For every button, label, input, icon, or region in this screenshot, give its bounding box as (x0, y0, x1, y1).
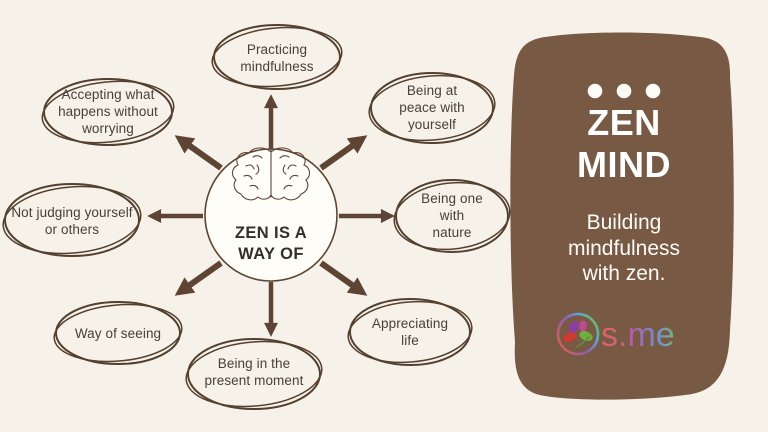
bubble-label-practicing-mindfulness: Practicing mindfulness (240, 42, 314, 74)
center-line-2: WAY OF (238, 245, 304, 263)
center-line-1: ZEN IS A (234, 224, 308, 242)
bubble-label-accepting-what-happens: Accepting what happens without worrying (58, 87, 158, 136)
bubble-outline-practicing-mindfulness (211, 24, 343, 90)
bubble-label-being-in-present-moment: Being in the present moment (204, 356, 304, 388)
center-node-label: ZEN IS A WAY OF (201, 223, 341, 265)
bubble-outline-being-one-with-nature (393, 179, 511, 253)
ellipsis-icon (587, 83, 661, 99)
sme-logo: s.me (556, 312, 675, 356)
arrow-down-left (174, 260, 223, 296)
brain-icon (231, 147, 311, 201)
bubble-outline-way-of-seeing (53, 301, 183, 365)
bubble-outline-being-in-present-moment (185, 338, 323, 410)
panel-subtitle: Building mindfulness with zen. (567, 211, 681, 285)
bubble-label-appreciating-life: Appreciating life (371, 316, 449, 348)
arrow-up-left (174, 135, 223, 171)
center-node (204, 147, 338, 282)
bubble-outline-not-judging (2, 183, 142, 257)
info-panel-shape (510, 32, 734, 400)
panel-title-line-2: MIND (577, 144, 671, 185)
arrows (147, 94, 395, 337)
bubble-outline-accepting-what-happens (41, 78, 175, 146)
panel-title-line-1: ZEN (587, 102, 661, 143)
bubble-outline-appreciating-life (347, 298, 473, 366)
arrow-down-right (319, 260, 368, 296)
arrow-up-right (319, 135, 368, 171)
bubble-label-being-at-peace: Being at peace with yourself (399, 83, 465, 132)
bubble-label-not-judging: Not judging yourself or others (11, 205, 133, 237)
bubble-label-being-one-with-nature: Being one with nature (421, 191, 483, 240)
bubble-label-way-of-seeing: Way of seeing (74, 326, 162, 341)
sme-flower-icon (556, 312, 600, 356)
bubble-outline-being-at-peace (368, 72, 496, 144)
panel-title: ZEN MIND (514, 102, 734, 186)
sme-logo-text: s.me (601, 316, 675, 354)
bubble-outlines (2, 24, 511, 410)
